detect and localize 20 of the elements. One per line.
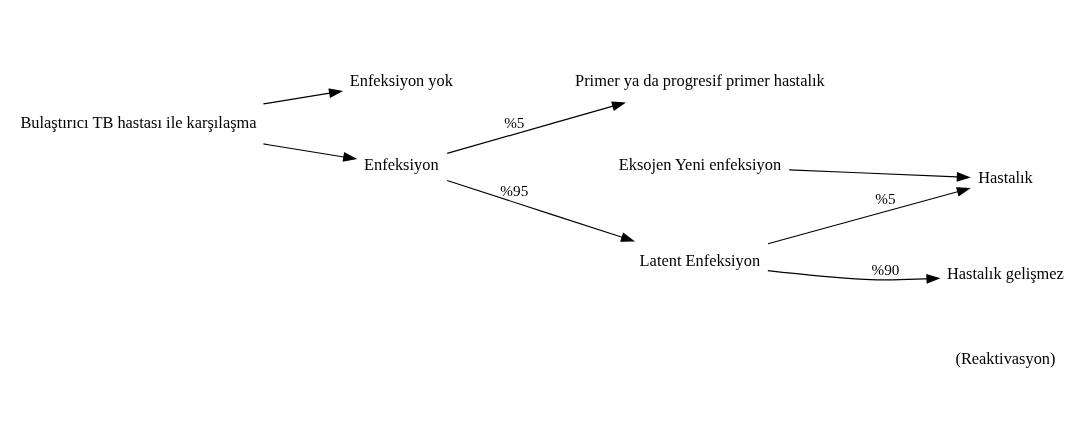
arrow (767, 270, 941, 284)
arrow (446, 179, 636, 242)
arrow (767, 187, 971, 245)
arrow (262, 143, 358, 162)
edge-label: %90 (871, 261, 900, 279)
edge-label: %5 (504, 113, 525, 131)
node-text: Bulaştırıcı TB hastası ile karşılaşma (20, 113, 257, 133)
node-text: Hastalık gelişmez (947, 264, 1064, 284)
node-text: Eksojen Yeni enfeksiyon (618, 155, 782, 175)
node-text: Enfeksiyon (364, 155, 439, 175)
edge-label: %95 (500, 181, 529, 199)
node-text: Hastalık (978, 168, 1033, 188)
arrow (262, 88, 344, 105)
arrow (788, 169, 971, 182)
edge-label: %5 (875, 189, 896, 207)
node-text: Primer ya da progresif primer hastalık (575, 71, 825, 91)
node-text: Latent Enfeksiyon (639, 251, 761, 271)
label: (Reaktivasyon) (955, 348, 1056, 368)
node-text: Enfeksiyon yok (349, 71, 453, 91)
arrow (446, 101, 626, 154)
